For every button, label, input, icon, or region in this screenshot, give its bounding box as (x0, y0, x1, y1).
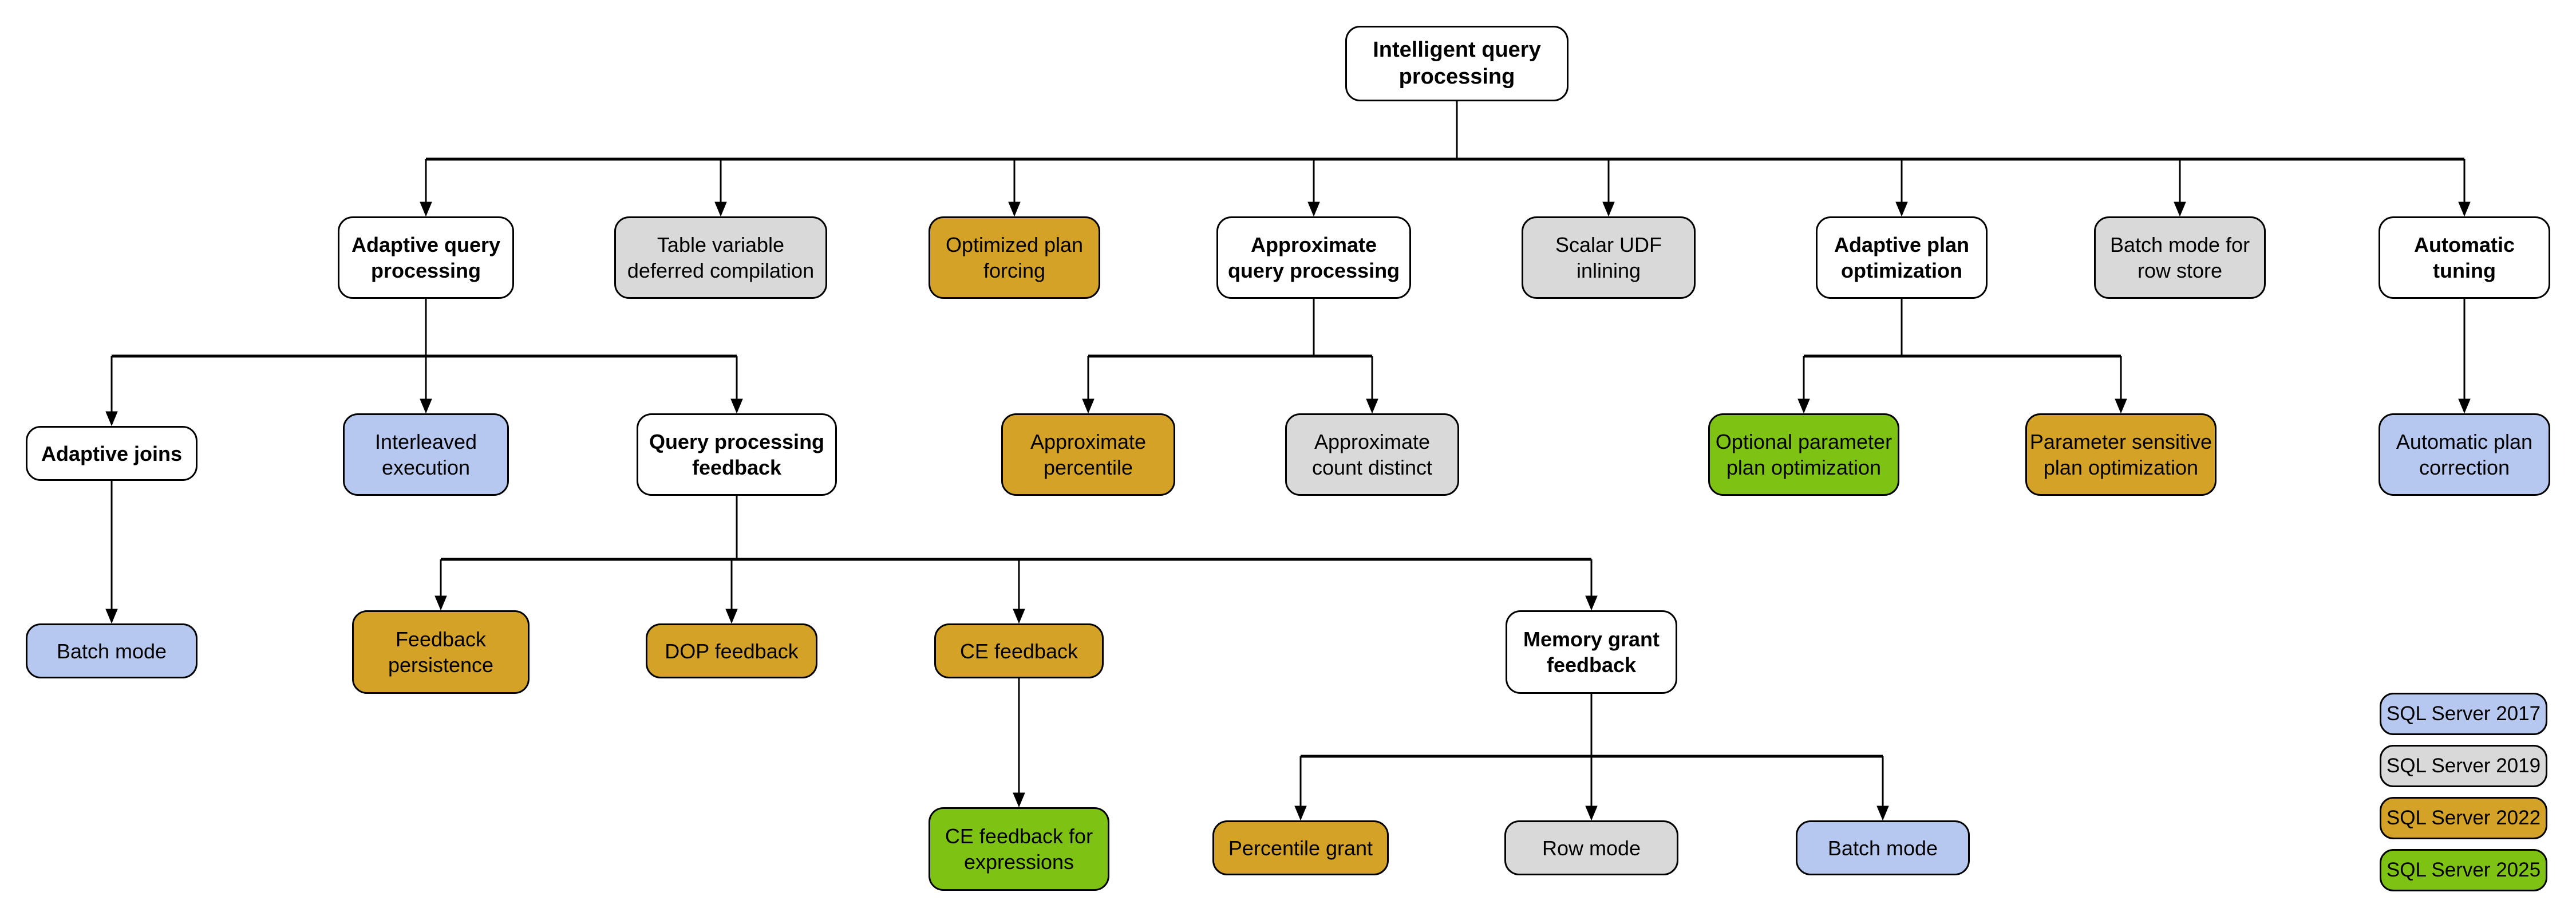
node-ce-feedback-for-expressions: CE feedback for expressions (929, 807, 1109, 891)
node-batch-mode-adaptive-joins: Batch mode (26, 623, 197, 678)
node-label: Scalar UDF inlining (1555, 233, 1662, 282)
node-percentile-grant: Percentile grant (1212, 820, 1389, 875)
node-label: Interleaved execution (374, 430, 477, 479)
node-approximate-count-distinct: Approximate count distinct (1285, 413, 1459, 496)
node-label: Approximate query processing (1227, 233, 1400, 282)
node-optional-parameter-plan-optimization: Optional parameter plan optimization (1708, 413, 1899, 496)
legend-label: SQL Server 2017 (2386, 702, 2541, 725)
node-approximate-query-processing: Approximate query processing (1216, 216, 1411, 299)
node-adaptive-query-processing: Adaptive query processing (338, 216, 514, 299)
node-batch-mode-for-row-store: Batch mode for row store (2094, 216, 2266, 299)
node-label: CE feedback (959, 639, 1078, 663)
node-label: Adaptive plan optimization (1834, 233, 1970, 282)
node-label: Percentile grant (1228, 836, 1373, 860)
legend-label: SQL Server 2019 (2386, 755, 2541, 777)
node-batch-mode-grant: Batch mode (1796, 820, 1970, 875)
node-label: Intelligent query processing (1373, 37, 1541, 89)
node-label: Batch mode for row store (2109, 233, 2250, 282)
node-approximate-percentile: Approximate percentile (1001, 413, 1175, 496)
node-feedback-persistence: Feedback persistence (352, 610, 530, 694)
node-intelligent-query-processing: Intelligent query processing (1345, 26, 1568, 101)
node-label: Automatic tuning (2413, 233, 2515, 282)
node-label: Approximate percentile (1030, 430, 1147, 479)
node-label: Query processing feedback (649, 430, 825, 479)
node-label: Memory grant feedback (1523, 627, 1660, 677)
legend-item-sql-server-2019: SQL Server 2019 (2380, 745, 2547, 787)
node-optimized-plan-forcing: Optimized plan forcing (929, 216, 1100, 299)
legend-item-sql-server-2017: SQL Server 2017 (2380, 693, 2547, 735)
legend-label: SQL Server 2022 (2386, 807, 2541, 829)
node-label: Table variable deferred compilation (627, 233, 815, 282)
node-adaptive-joins: Adaptive joins (26, 426, 197, 481)
node-label: DOP feedback (665, 639, 799, 663)
node-label: Batch mode (1827, 836, 1938, 860)
node-row-mode: Row mode (1504, 820, 1678, 875)
legend-item-sql-server-2025: SQL Server 2025 (2380, 849, 2547, 891)
node-query-processing-feedback: Query processing feedback (637, 413, 837, 496)
node-label: Optimized plan forcing (945, 233, 1084, 282)
node-label: Parameter sensitive plan optimization (2029, 430, 2212, 479)
node-automatic-tuning: Automatic tuning (2379, 216, 2550, 299)
node-label: Row mode (1542, 836, 1641, 860)
legend-label: SQL Server 2025 (2386, 859, 2541, 881)
node-scalar-udf-inlining: Scalar UDF inlining (1522, 216, 1696, 299)
node-label: Batch mode (56, 639, 167, 663)
node-label: Adaptive query processing (351, 233, 501, 282)
node-label: Approximate count distinct (1311, 430, 1433, 479)
node-label: Automatic plan correction (2396, 430, 2533, 479)
node-automatic-plan-correction: Automatic plan correction (2379, 413, 2550, 496)
node-parameter-sensitive-plan-optimization: Parameter sensitive plan optimization (2025, 413, 2217, 496)
node-table-variable-deferred-compilation: Table variable deferred compilation (614, 216, 827, 299)
node-label: CE feedback for expressions (945, 824, 1093, 874)
node-interleaved-execution: Interleaved execution (343, 413, 509, 496)
node-label: Feedback persistence (388, 627, 494, 677)
node-memory-grant-feedback: Memory grant feedback (1506, 610, 1677, 694)
node-label: Optional parameter plan optimization (1715, 430, 1893, 479)
node-dop-feedback: DOP feedback (646, 623, 817, 678)
node-adaptive-plan-optimization: Adaptive plan optimization (1816, 216, 1988, 299)
node-label: Adaptive joins (41, 441, 183, 465)
legend-item-sql-server-2022: SQL Server 2022 (2380, 797, 2547, 839)
node-ce-feedback: CE feedback (934, 623, 1104, 678)
